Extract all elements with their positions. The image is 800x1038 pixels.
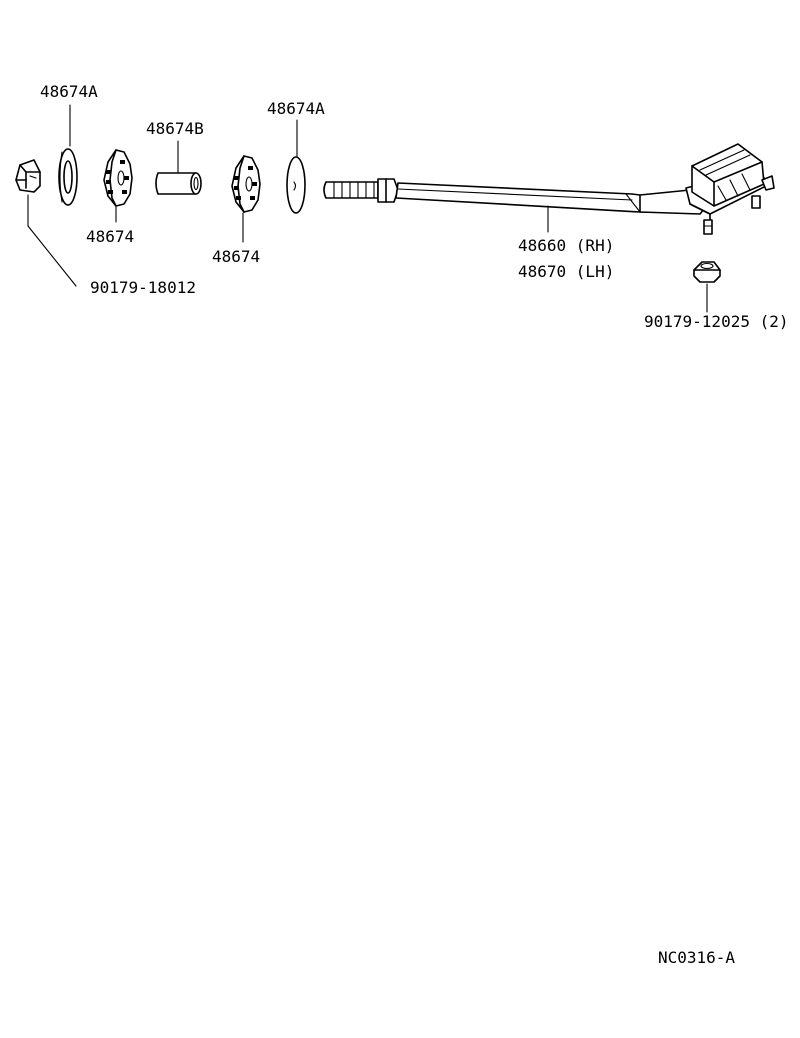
washer-48674a-left xyxy=(58,148,78,206)
washer-48674a-right xyxy=(286,156,306,214)
rod-bracket-assembly xyxy=(685,143,775,235)
collar-48674b xyxy=(155,172,202,195)
diagram-code: NC0316-A xyxy=(658,948,735,967)
label-nut-90179-12025: 90179-12025 (2) xyxy=(644,312,789,331)
label-rod-lh: 48670 (LH) xyxy=(518,262,614,281)
bushing-48674-left xyxy=(103,149,133,207)
label-collar-48674b: 48674B xyxy=(146,119,204,138)
nut-90179-18012 xyxy=(15,159,41,193)
label-rod-rh: 48660 (RH) xyxy=(518,236,614,255)
label-washer-48674a-left: 48674A xyxy=(40,82,98,101)
bushing-48674-right xyxy=(231,155,261,213)
nut-90179-12025 xyxy=(693,261,721,283)
label-washer-48674a-right: 48674A xyxy=(267,99,325,118)
label-nut-90179-18012: 90179-18012 xyxy=(90,278,196,297)
leader-lines xyxy=(27,104,708,313)
label-bushing-48674-left: 48674 xyxy=(86,227,134,246)
stabilizer-rod-48660-48670 xyxy=(323,178,717,215)
label-bushing-48674-right: 48674 xyxy=(212,247,260,266)
